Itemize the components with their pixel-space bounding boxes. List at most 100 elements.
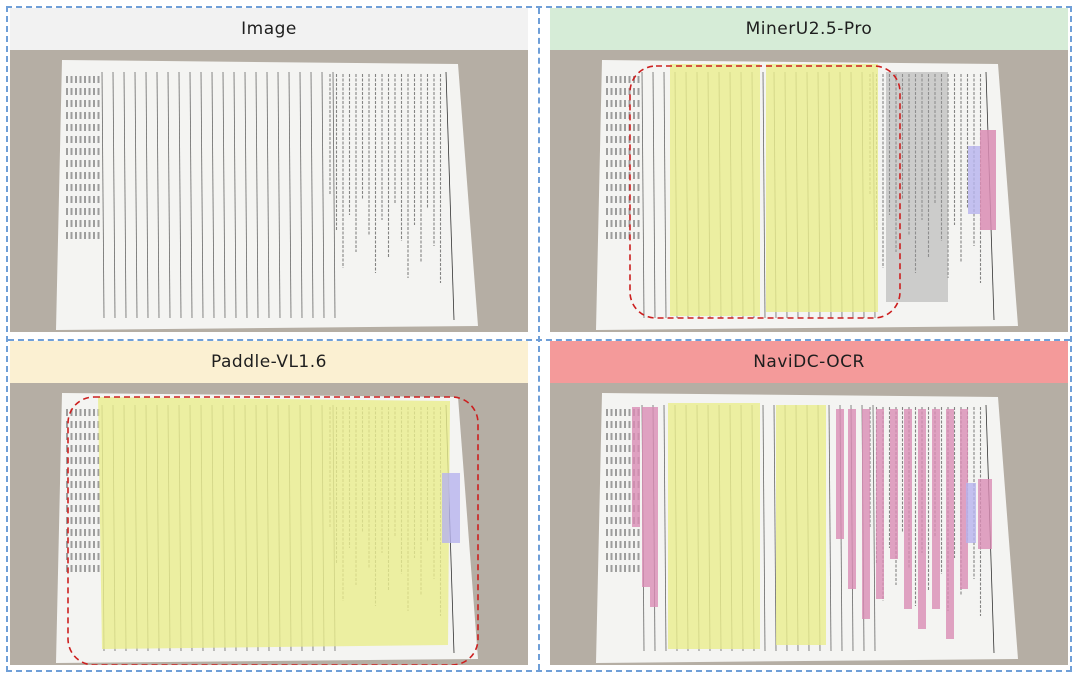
- text-mark: [93, 172, 95, 179]
- table-line: [277, 71, 281, 319]
- text-mark: [628, 421, 631, 428]
- table-line: [663, 71, 667, 319]
- text-mark: [610, 196, 613, 203]
- text-mark: [66, 541, 68, 548]
- text-mark: [79, 481, 82, 488]
- text-mark: [97, 220, 100, 227]
- text-mark: [88, 208, 91, 215]
- text-mark: [619, 541, 622, 548]
- text-mark: [97, 196, 100, 203]
- text-mark: [70, 541, 73, 548]
- text-mark: [88, 433, 91, 440]
- text-mark: [84, 409, 86, 416]
- text-mark: [97, 76, 100, 83]
- text-mark: [79, 541, 82, 548]
- text-mark: [615, 505, 617, 512]
- text-mark: [93, 457, 95, 464]
- text-mark: [610, 124, 613, 131]
- table-line: [266, 71, 270, 319]
- text-mark: [79, 469, 82, 476]
- text-mark: [633, 100, 635, 107]
- title-highlight: [966, 483, 976, 543]
- text-mark: [610, 493, 613, 500]
- text-mark: [624, 88, 626, 95]
- panel-navidc: NaviDC-OCR: [550, 341, 1068, 665]
- table-line: [167, 71, 171, 319]
- text-mark: [628, 517, 631, 524]
- text-mark: [93, 88, 95, 95]
- text-mark: [79, 553, 82, 560]
- table-line: [828, 404, 832, 652]
- text-mark: [610, 457, 613, 464]
- table-line: [762, 71, 766, 319]
- text-highlight: [836, 409, 844, 539]
- text-mark: [624, 505, 626, 512]
- text-mark: [637, 220, 640, 227]
- text-mark: [97, 505, 100, 512]
- text-mark: [624, 469, 626, 476]
- text-mark: [75, 481, 77, 488]
- text-mark: [606, 196, 608, 203]
- text-mark: [606, 505, 608, 512]
- text-mark: [79, 148, 82, 155]
- text-mark: [79, 565, 82, 572]
- text-mark: [619, 445, 622, 452]
- text-mark: [610, 88, 613, 95]
- text-mark: [624, 232, 626, 239]
- text-mark: [628, 76, 631, 83]
- text-mark: [615, 184, 617, 191]
- text-mark: [79, 208, 82, 215]
- text-mark: [615, 553, 617, 560]
- text-mark: [70, 136, 73, 143]
- text-mark: [615, 148, 617, 155]
- text-mark: [66, 220, 68, 227]
- text-mark: [66, 505, 68, 512]
- text-mark: [97, 493, 100, 500]
- text-mark: [606, 148, 608, 155]
- text-mark: [79, 445, 82, 452]
- text-mark: [615, 481, 617, 488]
- text-mark: [637, 184, 640, 191]
- document-illustration: [56, 60, 478, 330]
- text-mark: [624, 160, 626, 167]
- text-mark: [75, 493, 77, 500]
- table-line: [189, 71, 193, 319]
- table-line: [288, 71, 292, 319]
- text-mark: [70, 529, 73, 536]
- text-mark: [79, 421, 82, 428]
- text-mark: [637, 172, 640, 179]
- text-mark: [93, 124, 95, 131]
- text-highlight: [876, 409, 884, 599]
- text-mark: [88, 184, 91, 191]
- text-mark: [88, 481, 91, 488]
- text-mark: [88, 148, 91, 155]
- text-mark: [88, 100, 91, 107]
- text-mark: [93, 100, 95, 107]
- text-mark: [624, 112, 626, 119]
- text-mark: [93, 148, 95, 155]
- document-photo: [10, 383, 528, 665]
- text-mark: [79, 136, 82, 143]
- document-photo: [10, 50, 528, 332]
- text-mark: [88, 220, 91, 227]
- text-mark: [615, 220, 617, 227]
- text-mark: [84, 232, 86, 239]
- text-mark: [606, 124, 608, 131]
- text-mark: [70, 124, 73, 131]
- text-mark: [66, 208, 68, 215]
- text-mark: [606, 517, 608, 524]
- text-mark: [637, 160, 640, 167]
- table-line: [112, 71, 116, 319]
- text-mark: [610, 232, 613, 239]
- table-highlight: [98, 397, 450, 649]
- text-mark: [610, 469, 613, 476]
- text-mark: [70, 505, 73, 512]
- text-mark: [606, 457, 608, 464]
- horizontal-divider: [8, 339, 1070, 341]
- text-mark: [624, 136, 626, 143]
- text-mark: [637, 88, 640, 95]
- text-mark: [624, 100, 626, 107]
- text-mark: [606, 100, 608, 107]
- panel-title: Paddle-VL1.6: [10, 341, 528, 383]
- text-mark: [97, 433, 100, 440]
